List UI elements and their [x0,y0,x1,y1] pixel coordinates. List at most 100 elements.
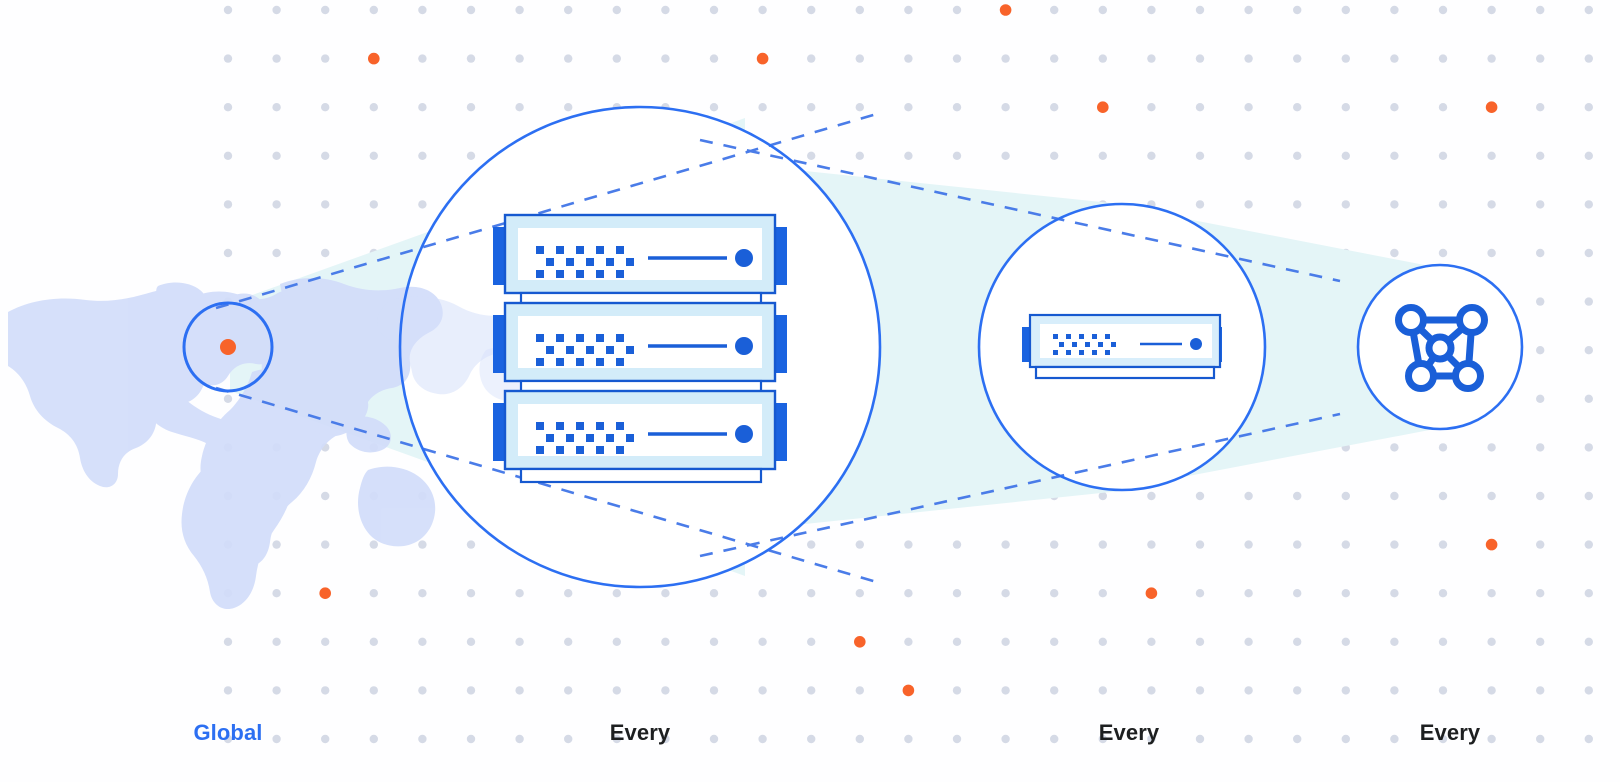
grid-dot [321,491,330,501]
grid-dot [1147,734,1156,744]
grid-dot [758,589,767,598]
grid-dot [418,734,427,744]
grid-dot [1293,151,1302,160]
grid-dot [807,54,816,63]
grid-dot [1147,54,1156,63]
server-unit-1 [493,213,787,308]
grid-dot [612,54,621,63]
grid-dot [1584,297,1594,306]
grid-dot-highlight [319,587,332,599]
grid-dot [758,686,767,695]
grid-dot [1244,200,1253,209]
grid-dot [1098,491,1108,501]
grid-dot [1584,151,1594,160]
grid-dot [1050,103,1059,112]
grid-dot [1293,734,1302,744]
grid-dot [466,540,476,549]
grid-dot [1244,54,1253,63]
grid-dot [807,540,816,549]
grid-dot [223,686,233,695]
grid-dot [1244,5,1253,15]
grid-dot [1536,200,1545,209]
grid-dot [1536,734,1545,744]
grid-dot [564,589,573,598]
grid-dot [1341,589,1351,598]
grid-dot [904,103,913,112]
grid-dot [1098,151,1108,160]
grid-dot [1390,248,1399,258]
grid-dot [1536,394,1545,403]
grid-dot [1244,686,1253,695]
grid-dot [1293,200,1302,209]
grid-dot [1584,540,1594,549]
grid-dot [1536,540,1545,549]
grid-dot [369,540,378,549]
grid-dot [709,5,719,15]
grid-dot [709,686,719,695]
grid-dot [272,5,281,15]
grid-dot [272,200,281,209]
stage-circles [182,105,1524,589]
grid-dot [1584,589,1594,598]
grid-dot [952,686,962,695]
grid-dot [1438,540,1448,549]
grid-dot [1584,200,1594,209]
grid-dot [515,5,524,15]
grid-dot [661,734,670,744]
grid-dot [855,151,864,160]
grid-dot [904,589,913,598]
grid-dot [1341,540,1351,549]
grid-dot [272,589,281,598]
grid-dot [1147,637,1156,646]
grid-dot [952,734,962,744]
grid-dot [418,103,427,112]
grid-dot [1098,734,1108,744]
grid-dot [321,637,330,646]
grid-dot [1438,200,1448,209]
grid-dot [612,589,621,598]
grid-dot [1536,151,1545,160]
grid-dot [369,200,378,209]
grid-dot [1050,540,1059,549]
grid-dot [1341,5,1351,15]
grid-dot [1390,589,1399,598]
label-data-center-line1: Every [609,720,671,745]
grid-dot [272,637,281,646]
grid-dot [321,686,330,695]
server-rack-icon [493,213,787,484]
grid-dot [515,686,524,695]
map-marker-dot [220,339,236,355]
grid-dot [758,103,767,112]
grid-dot [321,5,330,15]
grid-dot [1001,734,1010,744]
grid-dot [1584,54,1594,63]
grid-dot [1584,248,1594,258]
grid-dot [564,686,573,695]
grid-dot [1390,637,1399,646]
grid-dot [1050,589,1059,598]
grid-dot [321,248,330,258]
grid-dot [223,5,233,15]
grid-dot [223,103,233,112]
label-server-line1: Every [1098,720,1160,745]
grid-dot [1195,589,1205,598]
grid-dot [1293,686,1302,695]
grid-dot [466,686,476,695]
grid-dot [1244,589,1253,598]
grid-dot [1195,103,1205,112]
grid-dot [418,151,427,160]
grid-dot [1390,443,1399,452]
grid-dot [321,200,330,209]
grid-dot [1147,686,1156,695]
grid-dot [904,151,913,160]
grid-dot [1536,54,1545,63]
grid-dot [1293,5,1302,15]
grid-dot [272,151,281,160]
grid-dot [1050,734,1059,744]
grid-dot [418,686,427,695]
grid-dot [1584,734,1594,744]
grid-dot [1001,589,1010,598]
grid-dot [661,589,670,598]
circle-data-center [398,105,882,589]
